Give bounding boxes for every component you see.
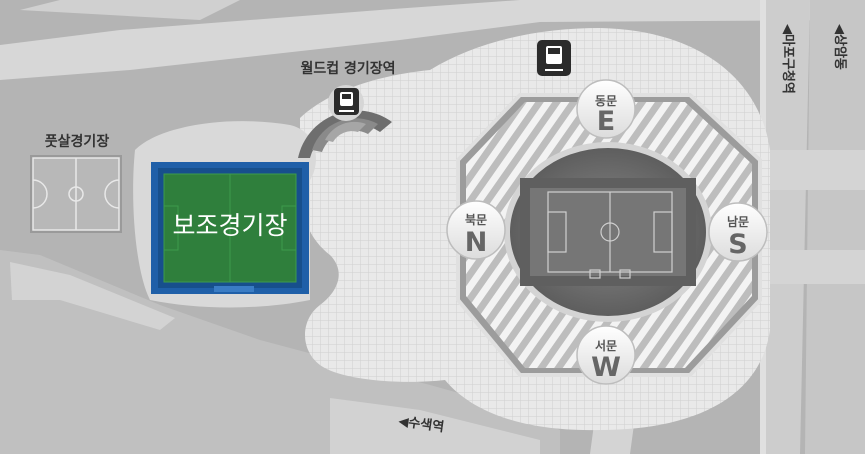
gate-south-label: 남문 xyxy=(727,214,749,229)
gate-east-letter: E xyxy=(597,106,615,137)
road-label-mapo: ◀마포구청역 xyxy=(780,24,796,94)
gate-east[interactable]: 동문 E xyxy=(576,79,636,139)
station-label: 월드컵 경기장역 xyxy=(300,60,395,77)
road-label-sangam: ◀상암동 xyxy=(832,24,848,70)
station-marker[interactable] xyxy=(298,85,392,158)
futsal-label: 풋살경기장 xyxy=(45,133,110,150)
gate-north-letter: N xyxy=(465,227,488,258)
futsal-court xyxy=(30,155,122,233)
subsidiary-label: 보조경기장 xyxy=(172,211,287,240)
main-stadium[interactable] xyxy=(456,93,762,377)
subsidiary-field[interactable]: 보조경기장 xyxy=(151,162,309,294)
gate-east-label: 동문 xyxy=(595,94,617,108)
subway-icon xyxy=(334,88,359,115)
gate-north[interactable]: 북문 N xyxy=(446,200,506,260)
gate-north-label: 북문 xyxy=(465,213,487,227)
gate-west[interactable]: 서문 W xyxy=(576,325,636,385)
gate-west-letter: W xyxy=(591,352,621,383)
gate-west-label: 서문 xyxy=(595,338,617,353)
gate-south-letter: S xyxy=(728,229,747,260)
gate-south[interactable]: 남문 S xyxy=(708,202,768,262)
subway-icon[interactable] xyxy=(537,40,571,76)
road-label-susaek: ◀수색역 xyxy=(397,413,445,435)
